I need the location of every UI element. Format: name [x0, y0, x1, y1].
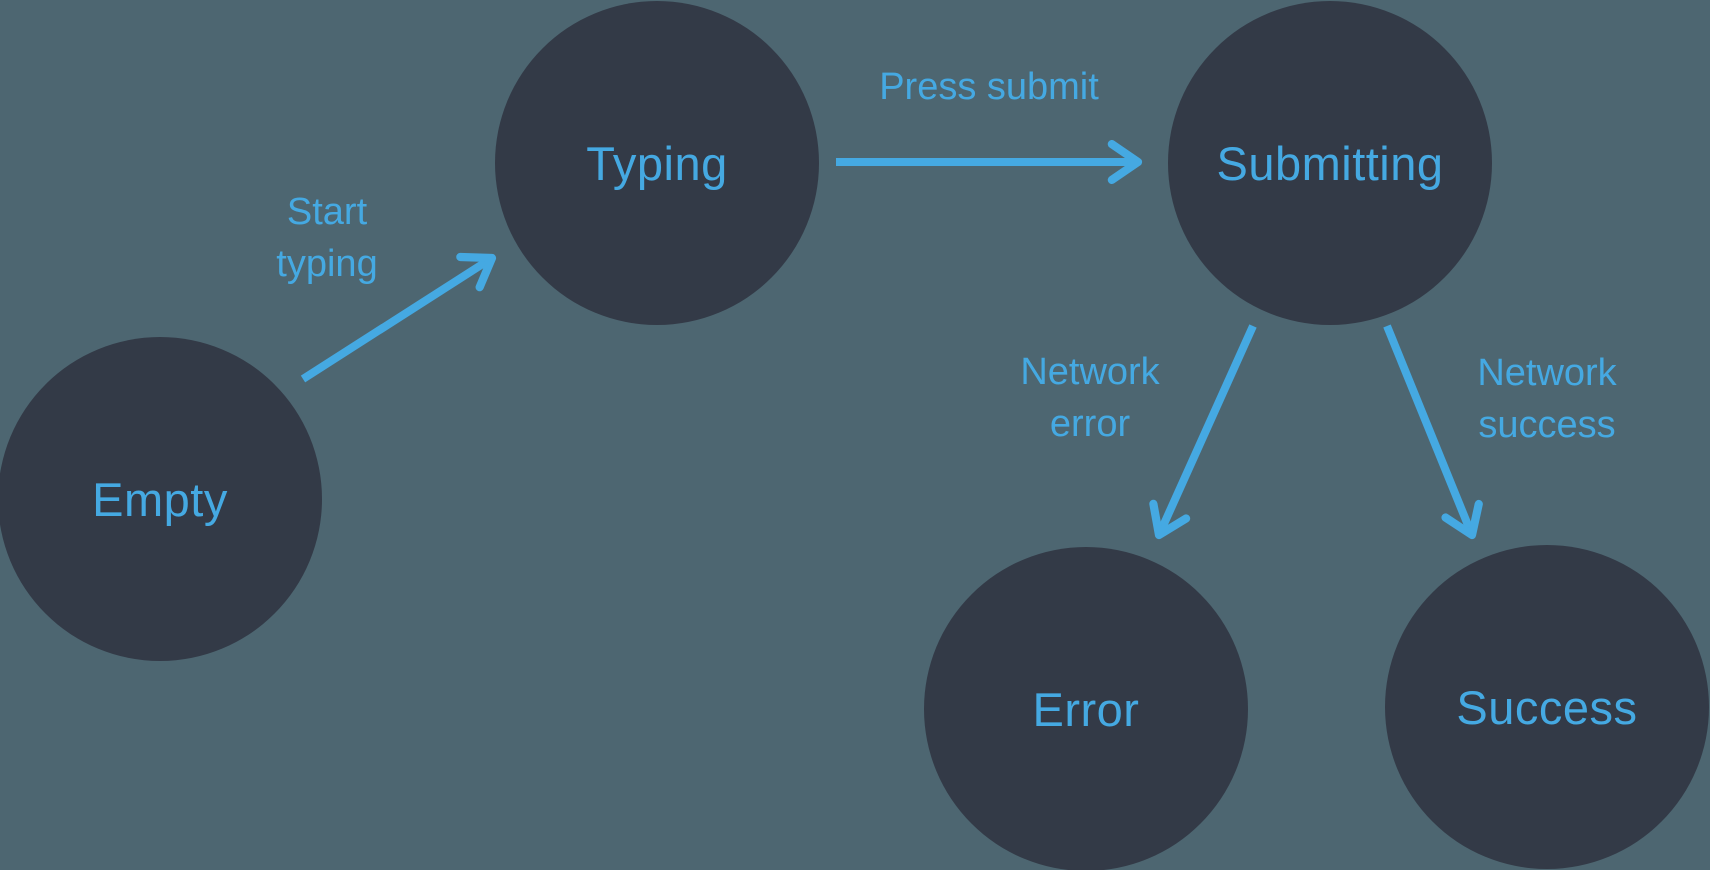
edge-label-start-typing: Start typing — [276, 186, 377, 290]
edge-empty-to-typing-arrow — [300, 252, 497, 383]
edge-label-line: success — [1478, 404, 1616, 446]
node-empty: Empty — [0, 337, 322, 661]
edge-label-network-error: Network error — [1020, 346, 1159, 450]
edge-label-line: error — [1049, 403, 1131, 445]
node-empty-label: Empty — [92, 472, 228, 526]
node-typing: Typing — [495, 1, 819, 325]
node-error-label: Error — [1032, 682, 1140, 736]
node-submitting: Submitting — [1168, 1, 1492, 325]
edge-label-line: Network — [1020, 351, 1160, 393]
node-success: Success — [1385, 545, 1709, 869]
edge-label-network-success: Network success — [1477, 347, 1616, 451]
node-submitting-label: Submitting — [1216, 136, 1444, 190]
edge-label-press-submit: Press submit — [879, 61, 1099, 113]
node-typing-label: Typing — [586, 136, 728, 190]
edge-label-line: Press submit — [879, 66, 1099, 108]
edge-label-line: Start — [286, 191, 368, 233]
edge-label-line: Network — [1477, 352, 1617, 394]
edge-submitting-to-success-arrow — [1383, 324, 1483, 540]
edge-label-line: typing — [276, 243, 378, 285]
node-error: Error — [924, 547, 1248, 870]
node-success-label: Success — [1456, 680, 1638, 734]
edge-submitting-to-error-arrow — [1149, 324, 1257, 540]
